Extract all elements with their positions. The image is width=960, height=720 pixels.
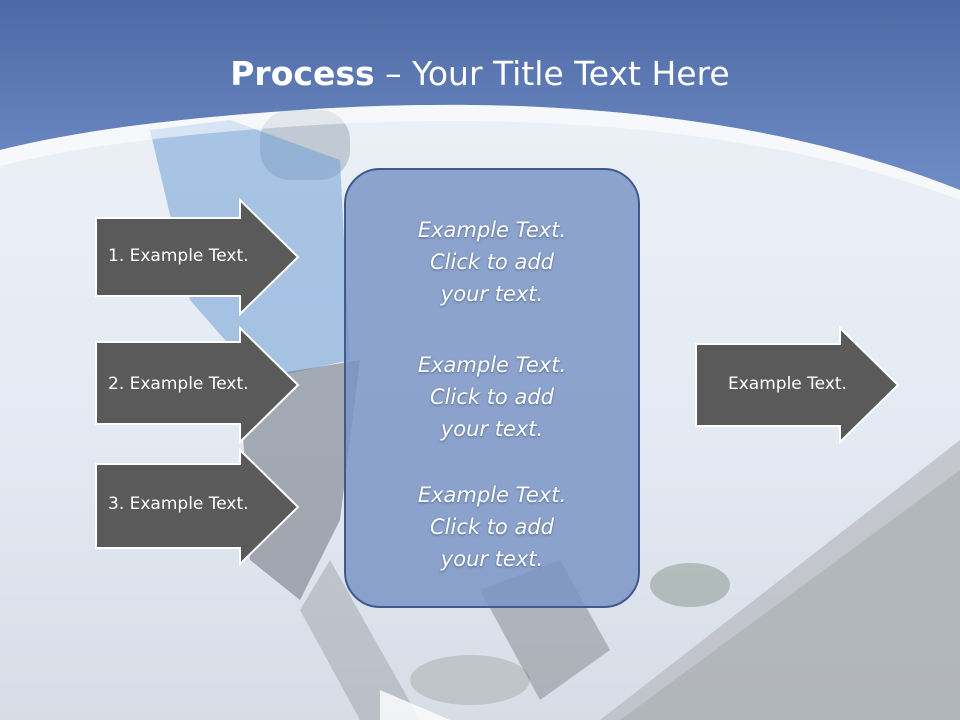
step-arrow-3: 3. Example Text. [94, 448, 300, 566]
step-arrow-1: 1. Example Text. [94, 198, 300, 316]
title-rest: – Your Title Text Here [374, 54, 730, 93]
step-label-3: 3. Example Text. [108, 494, 249, 514]
arrow-shape-icon [95, 198, 300, 316]
output-arrow: Example Text. [694, 326, 900, 444]
arrow-shape-icon [95, 326, 300, 444]
step-label-1: 1. Example Text. [108, 246, 249, 266]
header-band [0, 0, 960, 200]
center-item-2: Example Text. Click to add your text. [417, 353, 567, 441]
arrow-shape-icon [695, 326, 900, 444]
center-text-box: Example Text. Click to add your text. Ex… [344, 168, 640, 608]
arrow-shape-icon [95, 448, 300, 566]
title-bold: Process [230, 54, 375, 93]
step-label-2: 2. Example Text. [108, 374, 249, 394]
output-label: Example Text. [728, 374, 847, 394]
center-item-1: Example Text. Click to add your text. [417, 218, 567, 306]
step-arrow-2: 2. Example Text. [94, 326, 300, 444]
center-item-3: Example Text. Click to add your text. [417, 483, 567, 571]
page-title: Process – Your Title Text Here [0, 52, 960, 96]
